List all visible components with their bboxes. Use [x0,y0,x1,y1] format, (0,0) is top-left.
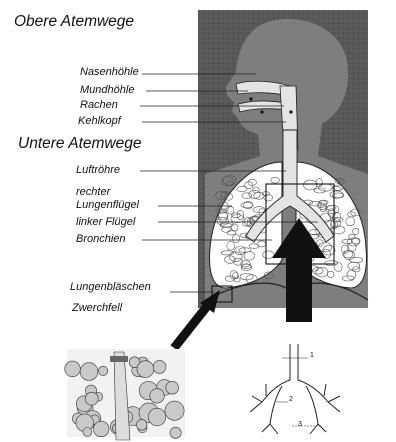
alveoli-inset [65,349,185,440]
heading-upper-airways: Obere Atemwege [14,13,134,31]
tree-marker-2: 2 [289,396,293,403]
tree-marker-3: 3 [298,421,302,428]
label-diaphragm: Zwerchfell [72,302,122,314]
label-alveoli: Lungenbläschen [70,281,151,293]
label-bronchi: Bronchien [76,233,126,245]
label-oral-cavity: Mundhöhle [80,84,134,96]
label-pharynx: Rachen [80,99,118,111]
label-left-lung: linker Flügel [76,216,135,228]
label-right-lung-2: Lungenflügel [76,199,139,211]
tree-marker-1: 1 [310,352,314,359]
label-trachea: Luftröhre [76,164,120,176]
label-nasal-cavity: Nasenhöhle [80,66,139,78]
bronchial-tree-inset [250,344,340,434]
heading-lower-airways: Untere Atemwege [18,135,142,153]
label-right-lung-1: rechter [76,186,110,198]
label-larynx: Kehlkopf [78,115,121,127]
